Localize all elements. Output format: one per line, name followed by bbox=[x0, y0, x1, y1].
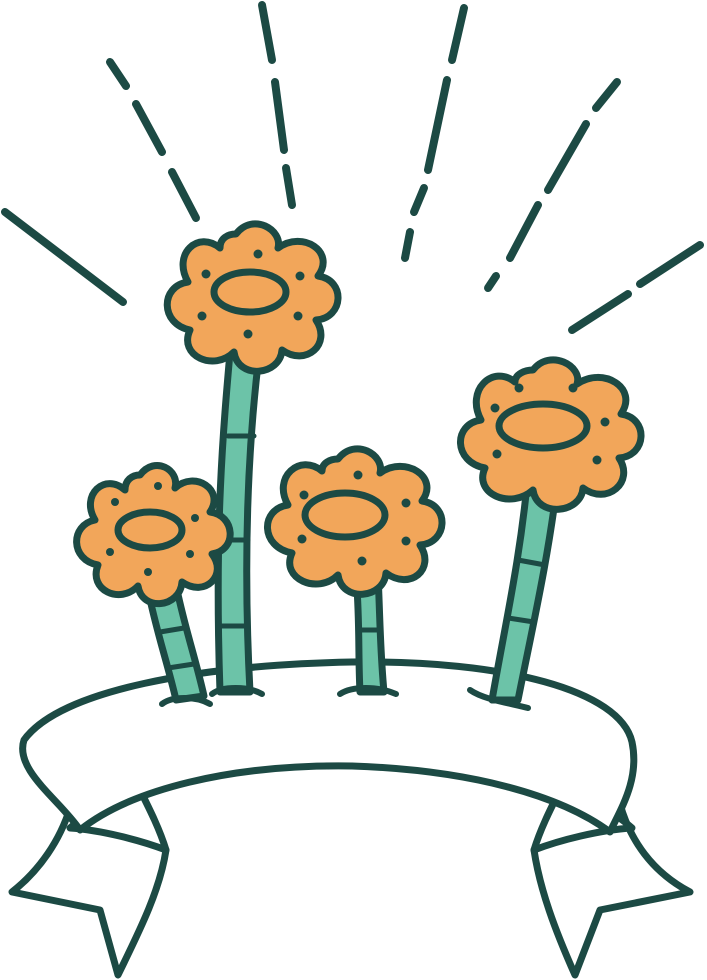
flower-1 bbox=[73, 462, 234, 607]
banner bbox=[8, 658, 694, 979]
flower-2 bbox=[163, 220, 342, 375]
flower-4 bbox=[457, 356, 645, 513]
stem-1 bbox=[144, 581, 208, 704]
burst-lines bbox=[1, 1, 704, 334]
stem-4 bbox=[488, 471, 562, 704]
banner-ribbon bbox=[19, 658, 638, 836]
stems bbox=[144, 326, 562, 711]
stem-2 bbox=[214, 326, 266, 696]
flower-3 bbox=[264, 445, 446, 598]
